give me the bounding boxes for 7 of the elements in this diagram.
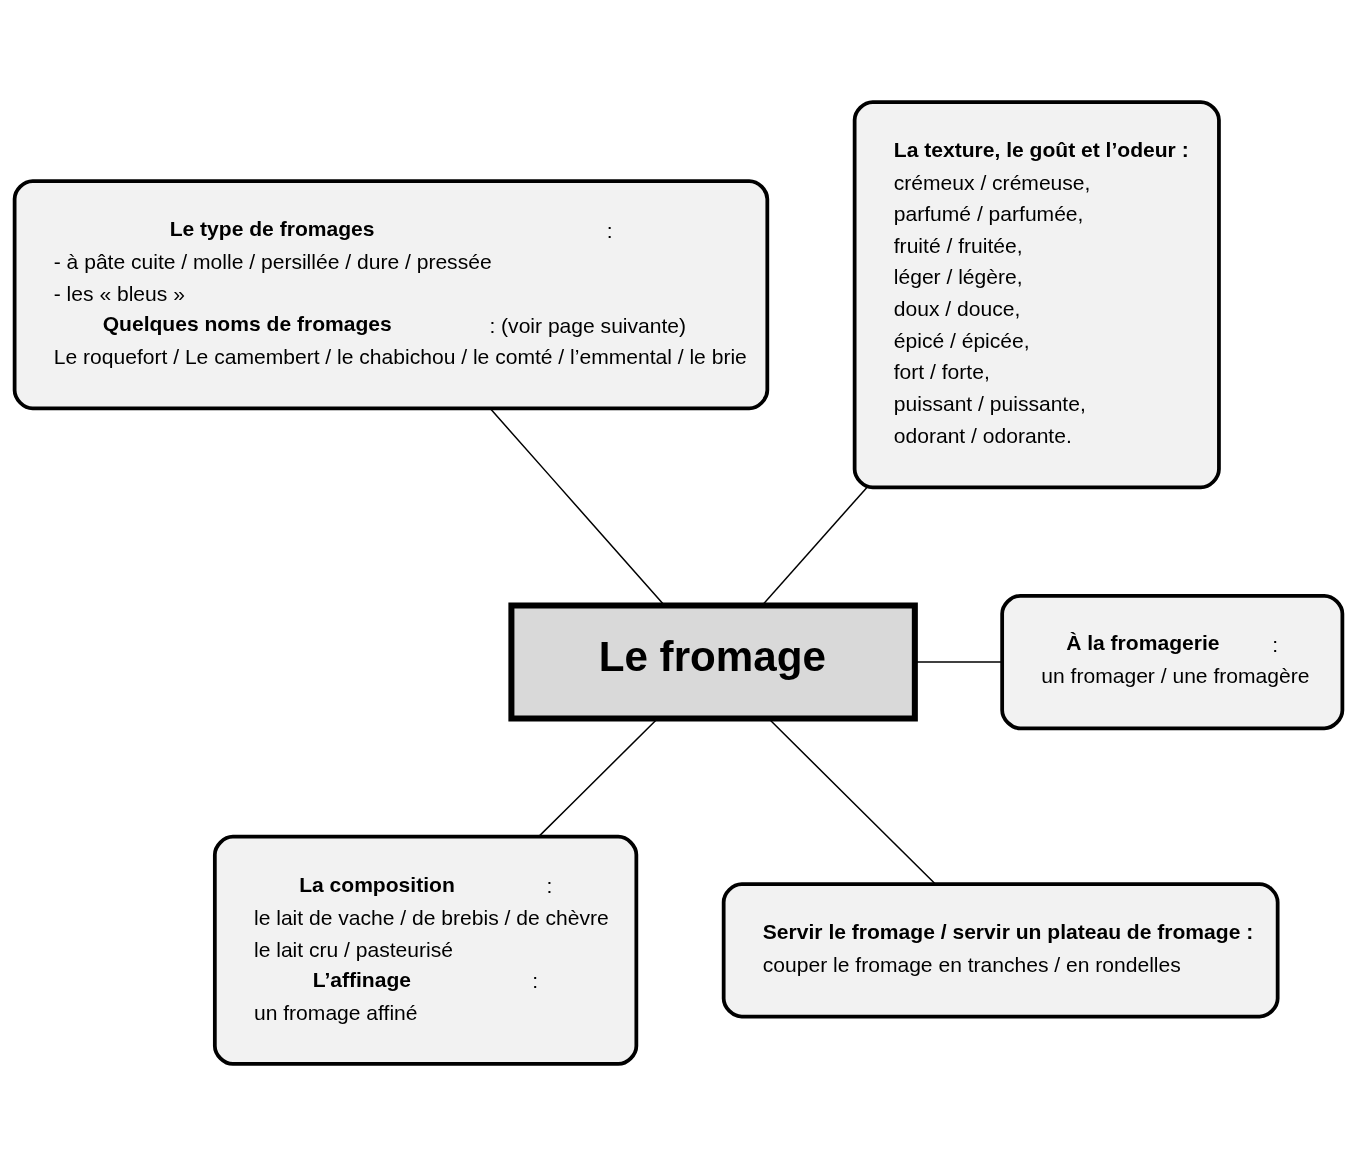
node-box: À la fromagerie : un fromager / une fromagère xyxy=(1000,593,1345,731)
node-box: Servir le fromage / servir un plateau de fromage : couper le fromage en tranches / en rondelles xyxy=(721,882,1280,1019)
connector xyxy=(914,661,1003,663)
node-box: La composition : le lait de vache / de brebis / de chèvre le lait cru / pasteurisé L’affinage : un fromage affiné xyxy=(212,834,639,1066)
node-box: Le type de fromages : - à pâte cuite / molle / persillée / dure / pressée - les « bleus » Quelques noms de fromages : (voir page suivante) Le roquefort / Le camembert / le chabichou / le comté / l’emmental / le brie xyxy=(12,179,770,411)
node-box: La texture, le goût et l’odeur : crémeux / crémeuse, parfumé / parfumée, fruité / fruitée, léger / légère, doux / douce, épicé / épicée, fort / forte, puissant / puissante, odorant / odorante. xyxy=(852,100,1221,490)
node-box: Le fromage xyxy=(508,602,918,722)
